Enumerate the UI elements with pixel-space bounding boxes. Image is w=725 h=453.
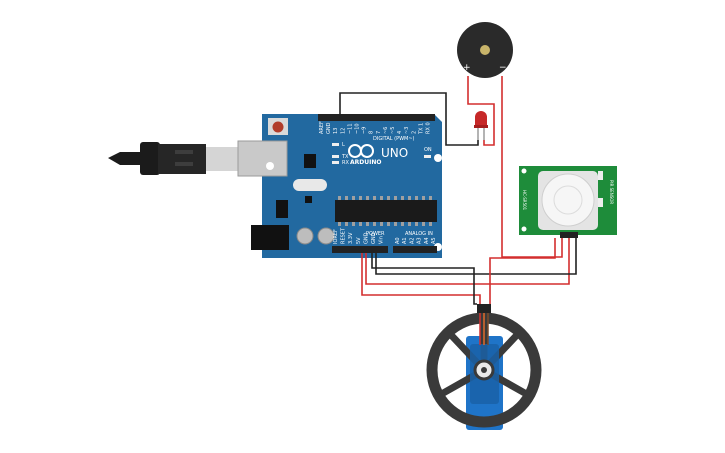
wire-gnd-pir[interactable] — [375, 238, 577, 275]
usb-cable[interactable] — [108, 142, 238, 175]
led-label-rx: RX — [342, 160, 349, 166]
power-jack — [251, 225, 289, 250]
digital-pin-label-15: RX 0 — [426, 122, 432, 134]
power-header[interactable] — [332, 246, 388, 253]
digital-pin-label-3: 12 — [340, 128, 346, 134]
digital-pin-label-0: AREF — [319, 121, 325, 134]
red-led[interactable] — [474, 111, 488, 140]
wire-gnd-servo[interactable] — [371, 253, 477, 305]
digital-pin-label-11: 4 — [397, 131, 403, 134]
pir-dome — [541, 173, 595, 227]
pir-left-label: HC-SR501 — [522, 190, 527, 211]
power-pin-label-1: RESET — [341, 227, 347, 244]
analog-pin-label-3: A3 — [417, 237, 423, 244]
power-pin-label-4: GND — [363, 232, 369, 244]
digital-pin-label-9: ~6 — [383, 127, 389, 134]
reset-button[interactable] — [272, 121, 284, 133]
digital-header[interactable] — [318, 114, 435, 121]
buzzer-plus-label: + — [463, 63, 471, 73]
wire-buzzer-led[interactable] — [467, 76, 495, 146]
analog-pin-label-0: A0 — [395, 237, 401, 244]
analog-header-label: ANALOG IN — [405, 231, 433, 237]
wire-led-gnd[interactable] — [339, 92, 479, 146]
analog-pin-label-1: A1 — [402, 237, 408, 244]
power-pin-label-5: GND — [371, 232, 377, 244]
wire-5v-servo[interactable] — [365, 238, 570, 285]
digital-pin-label-13: 2 — [411, 131, 417, 134]
buzzer-minus-label: − — [499, 63, 507, 73]
arduino-uno-board[interactable]: L TX RX ON ARDUINO UNO — [237, 114, 442, 258]
atmega-chip — [335, 200, 437, 222]
arduino-brand-text: ARDUINO — [350, 159, 381, 166]
digital-pin-label-5: ~10 — [355, 123, 361, 134]
pir-sensor[interactable]: HC-SR501 PIR SENSOR — [519, 166, 617, 238]
power-pin-label-6: Vin — [379, 236, 385, 244]
digital-pin-label-7: 8 — [369, 131, 375, 134]
wire-buzzer-pir[interactable] — [501, 76, 563, 258]
arduino-logo: ARDUINO — [348, 144, 381, 166]
digital-pin-label-4: ~11 — [347, 123, 353, 134]
analog-pin-label-5: A5 — [431, 237, 437, 244]
analog-header[interactable] — [393, 246, 437, 253]
piezo-buzzer[interactable]: + − — [457, 22, 513, 78]
power-pin-label-2: 3.3V — [348, 232, 354, 244]
digital-pin-label-10: ~5 — [390, 127, 396, 134]
led-label-tx: TX — [341, 154, 349, 160]
wire-signal-servo[interactable] — [489, 238, 556, 304]
digital-pin-label-12: ~3 — [404, 127, 410, 134]
analog-pin-label-2: A2 — [409, 237, 415, 244]
digital-pin-label-1: GND — [326, 122, 332, 134]
power-pin-label-3: 5V — [356, 237, 362, 244]
uno-model-text: UNO — [381, 146, 408, 160]
pir-right-label: PIR SENSOR — [609, 180, 614, 204]
wire-5v-pir[interactable] — [361, 253, 481, 304]
power-pin-label-0: IOREF — [333, 229, 339, 244]
digital-pin-label-6: ~9 — [362, 127, 368, 134]
wires — [339, 76, 577, 305]
digital-pin-label-8: 7 — [376, 131, 382, 134]
analog-pin-label-4: A4 — [424, 237, 430, 244]
digital-pin-label-14: TX 1 — [418, 123, 424, 135]
led-label-l: L — [342, 142, 345, 148]
power-header-label: POWER — [366, 231, 385, 237]
usb-port — [237, 140, 288, 177]
on-label: ON — [424, 147, 432, 153]
digital-header-label: DIGITAL (PWM~) — [373, 136, 415, 142]
digital-pin-label-2: 13 — [333, 128, 339, 134]
servo-motor[interactable] — [426, 304, 542, 430]
